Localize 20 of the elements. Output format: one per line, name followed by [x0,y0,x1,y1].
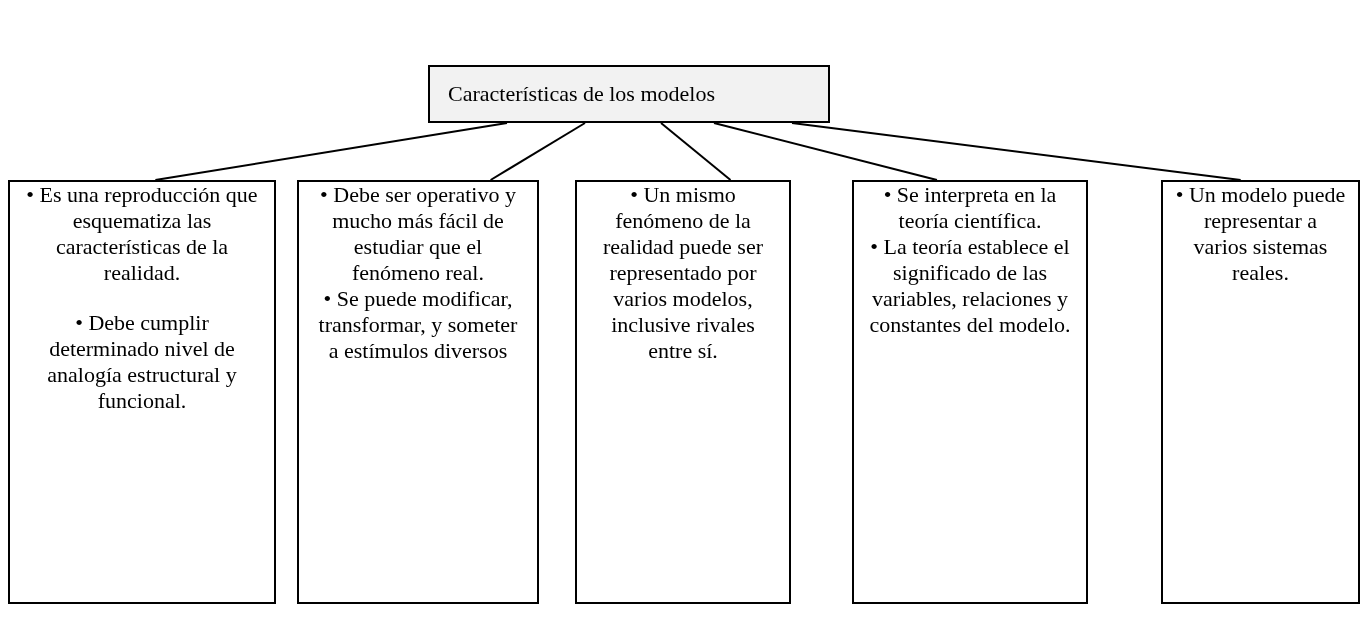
bullet-item: • Debe ser operativo y mucho más fácil de estudiar que el fenómeno real. [319,182,517,286]
connector-line [713,122,938,181]
bullet-item: • Se interpreta en la teoría científica. [882,182,1058,234]
title-box [428,65,830,123]
bullet-item: • Un modelo puede representar a varios sistemas reales. [1175,182,1346,286]
content-box [852,180,1088,604]
content-box [8,180,276,604]
box-heading: Características de los modelos [448,81,715,107]
content-box [297,180,539,604]
content-box [575,180,791,604]
bullet-item: • La teoría establece el significado de las variables, relaciones y constantes del modelo. [868,234,1072,338]
bullet-item: • Se puede modificar, transformar, y someter a estímulos diversos [317,286,519,364]
connector-line [660,122,732,181]
content-box [1161,180,1360,604]
connector-line [489,122,586,181]
bullet-item: • Debe cumplir determinado nivel de analogía estructural y funcional. [46,310,238,414]
connector-line [154,122,508,181]
bullet-item: • Un mismo fenómeno de la realidad puede ser representado por varios modelos, inclusive rivales entre sí. [602,182,764,364]
bullet-item: • Es una reproducción que esquematiza las características de la realidad. [25,182,259,286]
connector-line [791,122,1242,181]
